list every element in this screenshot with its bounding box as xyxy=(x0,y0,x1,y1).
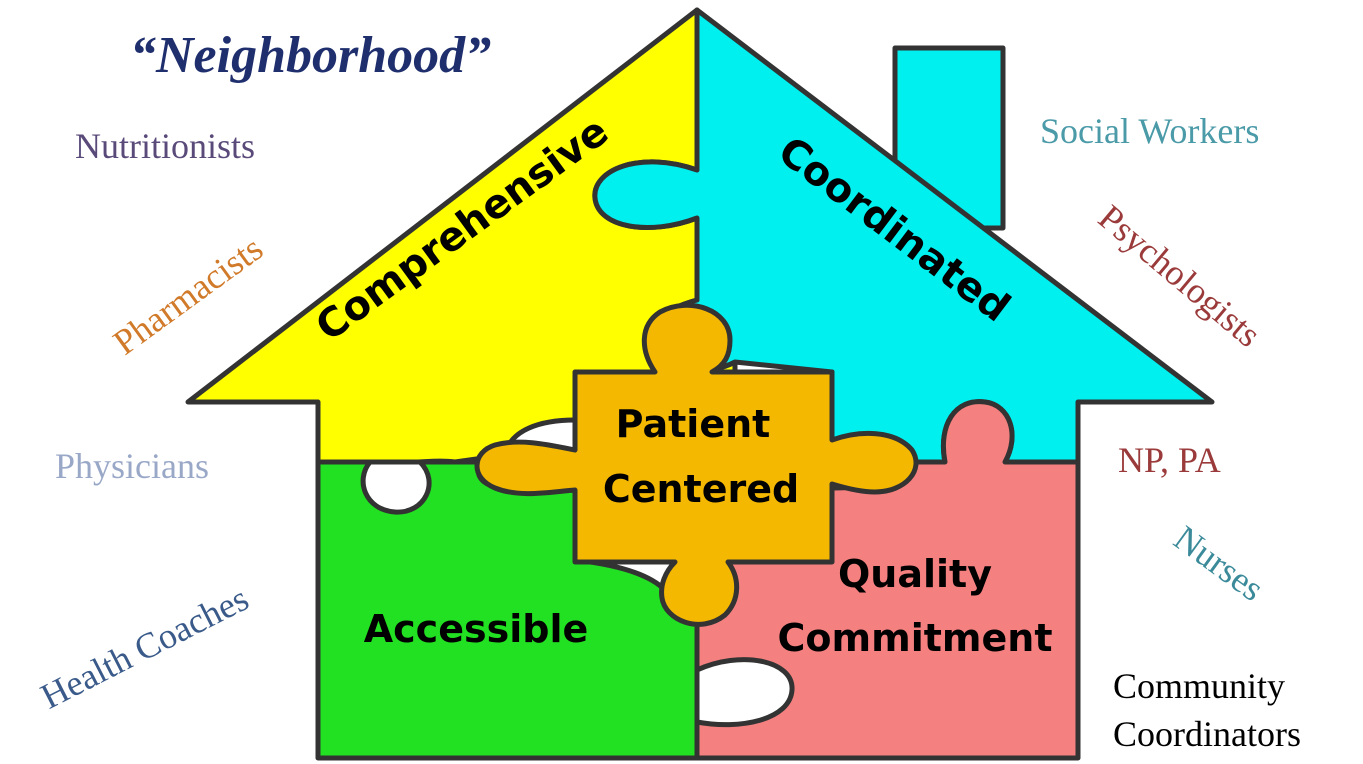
role-nurses: Nurses xyxy=(1167,518,1271,609)
role-nutritionists: Nutritionists xyxy=(75,126,255,166)
role-np-pa: NP, PA xyxy=(1118,440,1221,480)
label-commitment: Commitment xyxy=(778,616,1053,660)
label-quality: Quality xyxy=(838,552,992,596)
role-health-coaches: Health Coaches xyxy=(34,578,254,717)
role-pharmacists: Pharmacists xyxy=(106,228,270,363)
role-social-workers: Social Workers xyxy=(1040,111,1259,151)
house-puzzle xyxy=(185,7,1215,761)
neighborhood-title: “Neighborhood” xyxy=(130,27,491,84)
label-centered: Centered xyxy=(603,467,799,511)
piece-patient-centered xyxy=(474,302,919,627)
role-community: Community xyxy=(1113,666,1285,706)
role-coordinators: Coordinators xyxy=(1113,714,1301,754)
role-physicians: Physicians xyxy=(55,446,209,486)
label-accessible: Accessible xyxy=(364,607,589,651)
label-patient: Patient xyxy=(616,402,771,446)
